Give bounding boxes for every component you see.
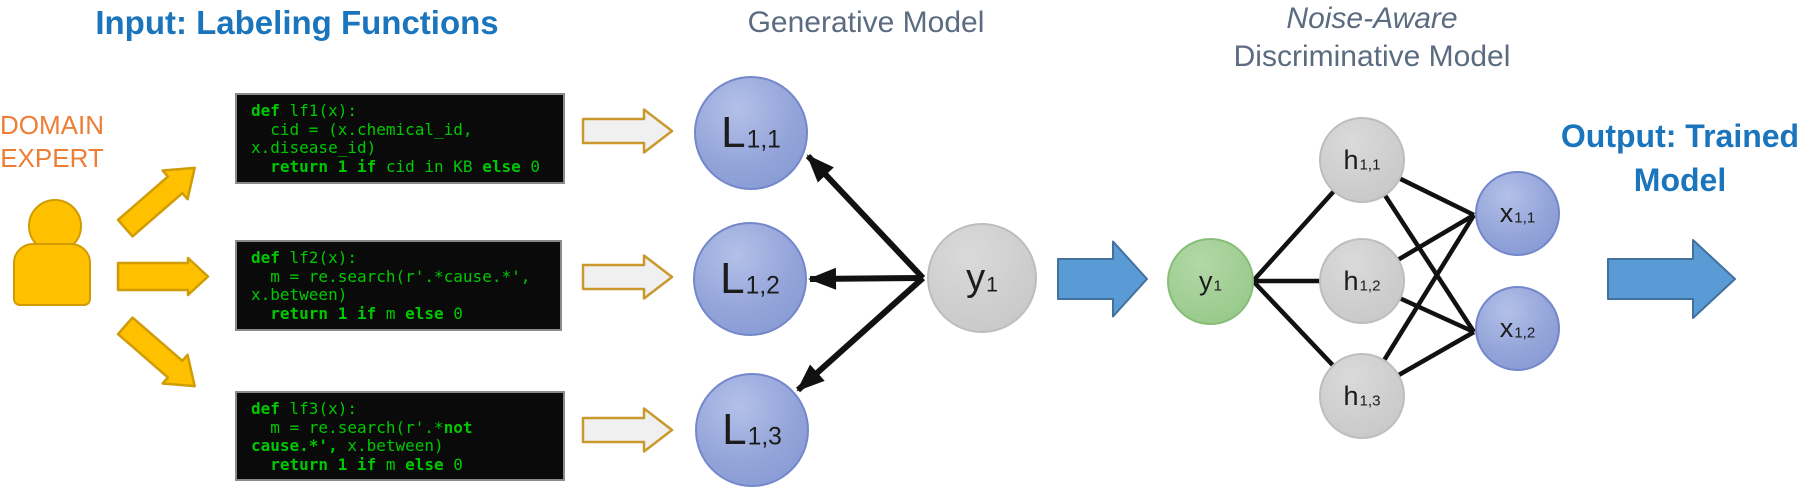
person-body-icon <box>13 243 91 306</box>
flow-arrow-output-icon <box>1607 239 1736 319</box>
node-h12-sub: 1,2 <box>1359 277 1381 295</box>
node-L12-sub: 1,2 <box>745 272 780 300</box>
domain-expert-label: DOMAIN EXPERT <box>0 109 104 175</box>
node-y1-disc-sub: 1 <box>1213 277 1222 295</box>
domain-expert-line1: DOMAIN <box>0 110 104 140</box>
gold-arrow-right-icon <box>116 256 210 297</box>
code-block-lf1: def lf1(x): cid = (x.chemical_id,x.disea… <box>235 93 565 184</box>
lf2-arrow-icon <box>581 254 674 300</box>
flow-arrow-gen-to-disc-icon <box>1057 240 1148 318</box>
node-L12-label: L <box>720 254 745 303</box>
node-y1-gen-label: y <box>966 256 986 299</box>
lf3-arrow-icon <box>581 407 674 453</box>
node-h13-label: h <box>1343 380 1359 411</box>
node-L13-sub: 1,3 <box>747 423 782 451</box>
node-L13-label: L <box>722 405 747 454</box>
lf1-arrow-icon <box>581 108 674 154</box>
discriminative-line: Discriminative Model <box>1233 40 1511 73</box>
node-L11-sub: 1,1 <box>746 126 781 154</box>
node-h11-sub: 1,1 <box>1359 156 1381 174</box>
code-block-lf2: def lf2(x): m = re.search(r'.*cause.*',x… <box>235 240 562 331</box>
node-x11-label: x <box>1499 198 1514 228</box>
node-y1-disc-label: y <box>1199 266 1213 296</box>
output-title-line2: Model <box>1633 162 1727 198</box>
node-h12-label: h <box>1343 265 1359 296</box>
node-h11-label: h <box>1343 144 1359 175</box>
node-x12-sub: 1,2 <box>1514 324 1536 342</box>
discriminative-model-title: Noise-Aware Discriminative Model <box>1172 0 1572 76</box>
generative-model-title: Generative Model <box>747 6 985 39</box>
noise-aware-line: Noise-Aware <box>1286 2 1458 35</box>
node-x11-sub: 1,1 <box>1514 209 1536 227</box>
output-title: Output: Trained Model <box>1540 114 1799 202</box>
output-title-line1: Output: Trained <box>1560 118 1799 154</box>
node-x12-label: x <box>1499 313 1514 343</box>
gen-edge-y-to-L13 <box>795 275 926 393</box>
domain-expert-line2: EXPERT <box>0 143 104 173</box>
input-title: Input: Labeling Functions <box>95 4 499 41</box>
gen-edge-y-to-L11 <box>805 153 926 281</box>
node-L11-label: L <box>721 108 746 157</box>
node-y1-gen-sub: 1 <box>986 271 998 296</box>
gold-arrow-up-icon <box>116 166 196 238</box>
gen-edge-y-to-L12 <box>808 267 924 290</box>
gold-arrow-down-icon <box>116 316 196 388</box>
node-h13-sub: 1,3 <box>1359 392 1381 410</box>
